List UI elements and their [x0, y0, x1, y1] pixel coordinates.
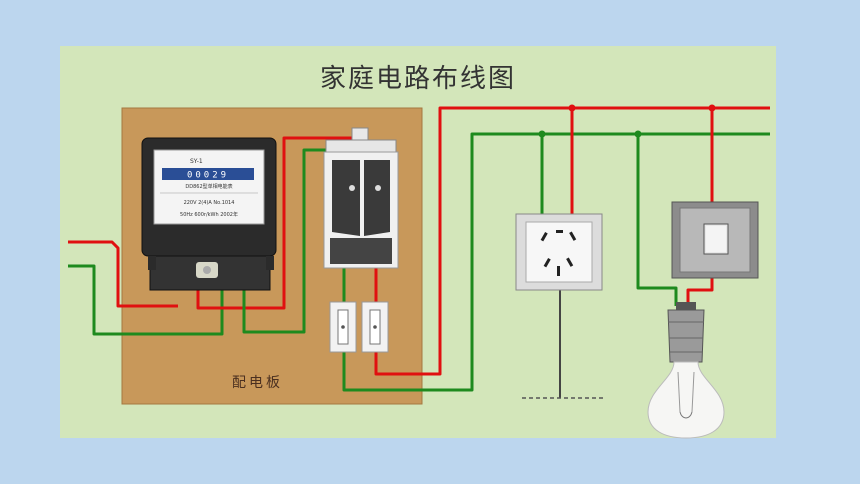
- meter-model: SY-1: [190, 158, 203, 165]
- junction-dot: [708, 104, 716, 112]
- wall-light-switch: [671, 201, 759, 279]
- distribution-board-label: 配电板: [232, 375, 283, 391]
- light-bulb: [647, 302, 725, 439]
- main-live-line: [374, 106, 770, 376]
- main-switch: [323, 127, 399, 269]
- switch-lamp-wire: [686, 278, 714, 306]
- wall-socket: [515, 213, 603, 291]
- junction-dot: [634, 130, 642, 138]
- meter-reading: 00029: [187, 171, 229, 181]
- junction-dot: [568, 104, 576, 112]
- electricity-meter: SY-1 00029 DD862型单相电能表 220V 2(4)A No.101…: [141, 137, 277, 291]
- meter-description: DD862型单相电能表: [185, 183, 232, 190]
- diagram-title: 家庭电路布线图: [319, 64, 516, 94]
- meter-spec-line1: 220V 2(4)A No.1014: [184, 200, 235, 206]
- incoming-neutral-wire: [68, 264, 224, 336]
- junction-dot: [538, 130, 546, 138]
- fuse-right: [361, 301, 389, 353]
- fuse-left: [329, 301, 357, 353]
- meter-spec-line2: 50Hz 600r/kWh 2002年: [180, 211, 238, 218]
- bulb-glass: [647, 361, 725, 439]
- incoming-live-wire: [68, 240, 178, 308]
- lamp-neutral-wire: [636, 134, 678, 306]
